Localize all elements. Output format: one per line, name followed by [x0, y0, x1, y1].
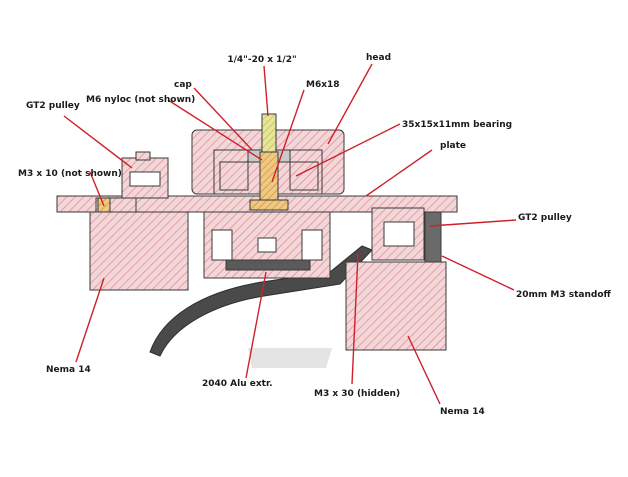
gt2-pulley-left-hub	[135, 151, 151, 161]
label-nema-left: Nema 14	[46, 365, 91, 375]
bearing-right	[289, 161, 319, 191]
nema-left-body	[89, 211, 189, 291]
bearing-left	[219, 161, 249, 191]
ground-shadow	[248, 348, 332, 368]
label-bolt: 1/4"-20 x 1/2"	[227, 55, 296, 65]
label-plate: plate	[440, 141, 466, 151]
extrusion-bottom-slot	[225, 259, 311, 271]
gt2-pulley-left-teeth	[129, 171, 161, 187]
leader-lines	[63, 63, 517, 405]
label-m6x18: M6x18	[306, 80, 340, 90]
label-m3x30: M3 x 30 (hidden)	[314, 389, 400, 399]
extrusion-slot-right	[301, 229, 323, 261]
nema-right-body	[345, 261, 447, 351]
standoff-body	[424, 209, 442, 271]
label-gt2-right: GT2 pulley	[518, 213, 572, 223]
extrusion-core-hole	[257, 237, 277, 253]
label-m3x10: M3 x 10 (not shown)	[18, 169, 122, 179]
curved-rail	[149, 245, 373, 357]
gt2-pulley-right-teeth	[383, 221, 415, 247]
label-alu: 2040 Alu extr.	[202, 379, 273, 389]
label-nyloc: M6 nyloc (not shown)	[86, 95, 195, 105]
label-cap: cap	[174, 80, 192, 90]
label-gt2-left: GT2 pulley	[26, 101, 80, 111]
label-standoff: 20mm M3 standoff	[516, 290, 612, 300]
label-head: head	[366, 53, 391, 63]
label-nema-right: Nema 14	[440, 407, 485, 417]
quarter-inch-bolt	[261, 113, 277, 155]
m6x18-head	[249, 199, 289, 211]
label-bearing: 35x15x11mm bearing	[402, 120, 512, 130]
extrusion-slot-left	[211, 229, 233, 261]
